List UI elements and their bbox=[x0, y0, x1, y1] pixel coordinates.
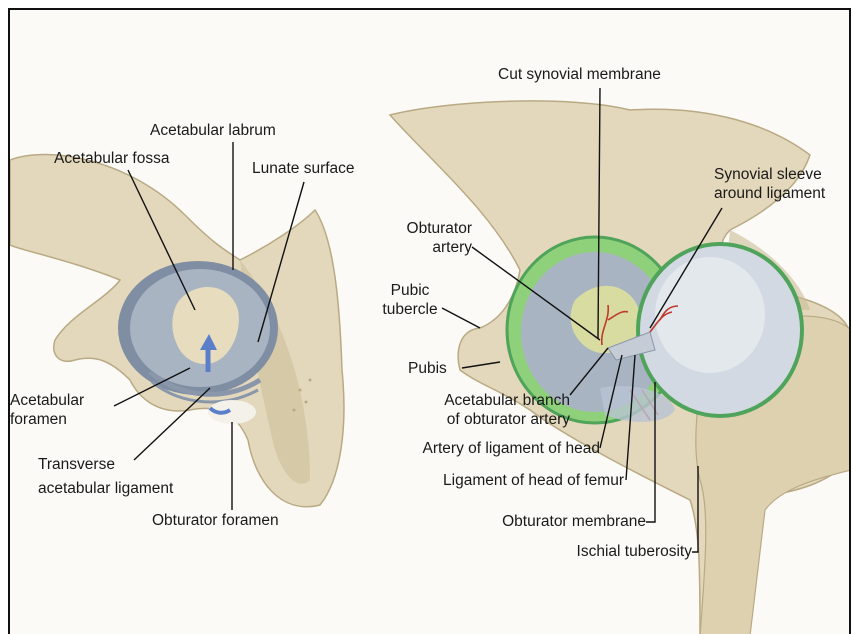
label-obturator-membrane: Obturator membrane bbox=[440, 513, 646, 531]
label-pubic-tubercle-line2: tubercle bbox=[370, 301, 450, 319]
label-acetabular-fossa: Acetabular fossa bbox=[54, 150, 169, 168]
label-pubis: Pubis bbox=[408, 360, 447, 378]
label-ischial-tuberosity: Ischial tuberosity bbox=[510, 543, 692, 561]
label-obturator-artery-line1: Obturator bbox=[370, 220, 472, 238]
label-acetabular-branch-line1: Acetabular branch bbox=[370, 392, 570, 410]
label-lunate-surface: Lunate surface bbox=[252, 160, 355, 178]
left-hip-bone bbox=[10, 155, 344, 507]
label-synovial-sleeve-line2: around ligament bbox=[714, 185, 825, 203]
label-transverse-ligament-line2: acetabular ligament bbox=[38, 480, 173, 498]
label-pubic-tubercle-line1: Pubic bbox=[370, 282, 450, 300]
label-obturator-foramen: Obturator foramen bbox=[152, 512, 279, 530]
label-transverse-ligament-line1: Transverse bbox=[38, 456, 115, 474]
label-synovial-sleeve-line1: Synovial sleeve bbox=[714, 166, 822, 184]
figure-frame: Cut synovial membrane Acetabular labrum … bbox=[8, 8, 851, 634]
label-acetabular-labrum: Acetabular labrum bbox=[150, 122, 276, 140]
label-acetabular-foramen-line2: foramen bbox=[10, 411, 67, 429]
label-acetabular-foramen-line1: Acetabular bbox=[10, 392, 84, 410]
label-obturator-artery-line2: artery bbox=[370, 239, 472, 257]
hip-joint-illustration bbox=[10, 10, 851, 634]
femoral-head-highlight bbox=[655, 257, 765, 373]
label-ligament-of-head-of-femur: Ligament of head of femur bbox=[370, 472, 624, 490]
label-artery-of-ligament-of-head: Artery of ligament of head bbox=[350, 440, 600, 458]
label-cut-synovial-membrane: Cut synovial membrane bbox=[498, 66, 661, 84]
label-acetabular-branch-line2: of obturator artery bbox=[370, 411, 570, 429]
